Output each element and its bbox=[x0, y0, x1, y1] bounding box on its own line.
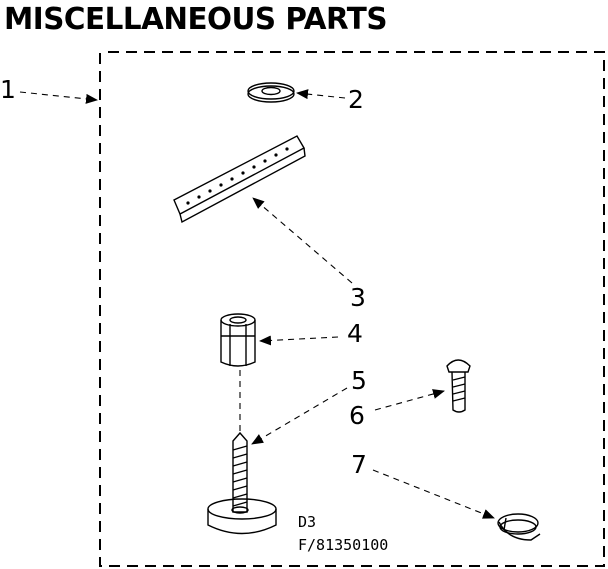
callout-1: 1 bbox=[0, 75, 98, 104]
diagram-code-d: D3 bbox=[298, 513, 316, 531]
callout-label-6: 6 bbox=[349, 401, 365, 430]
callout-7: 7 bbox=[351, 450, 495, 519]
screw-part bbox=[446, 359, 471, 413]
callout-label-2: 2 bbox=[348, 85, 364, 114]
callout-label-7: 7 bbox=[351, 450, 367, 479]
strap-part bbox=[173, 135, 306, 224]
callout-6: 6 bbox=[349, 389, 445, 430]
callout-label-5: 5 bbox=[351, 366, 367, 395]
callout-4: 4 bbox=[259, 319, 363, 348]
callout-label-3: 3 bbox=[350, 283, 366, 312]
kit-frame bbox=[99, 51, 605, 567]
page-title: MISCELLANEOUS PARTS bbox=[4, 2, 388, 37]
diagram-code-f: F/81350100 bbox=[298, 536, 388, 554]
callout-5: 5 bbox=[251, 366, 367, 445]
callout-2: 2 bbox=[296, 85, 364, 114]
hex-nut-part bbox=[220, 313, 256, 367]
leveling-foot-part bbox=[207, 431, 277, 535]
callout-3: 3 bbox=[252, 197, 366, 312]
clip-part bbox=[497, 513, 541, 541]
callout-label-1: 1 bbox=[0, 75, 16, 104]
callout-label-4: 4 bbox=[347, 319, 363, 348]
washer-part bbox=[247, 82, 295, 103]
